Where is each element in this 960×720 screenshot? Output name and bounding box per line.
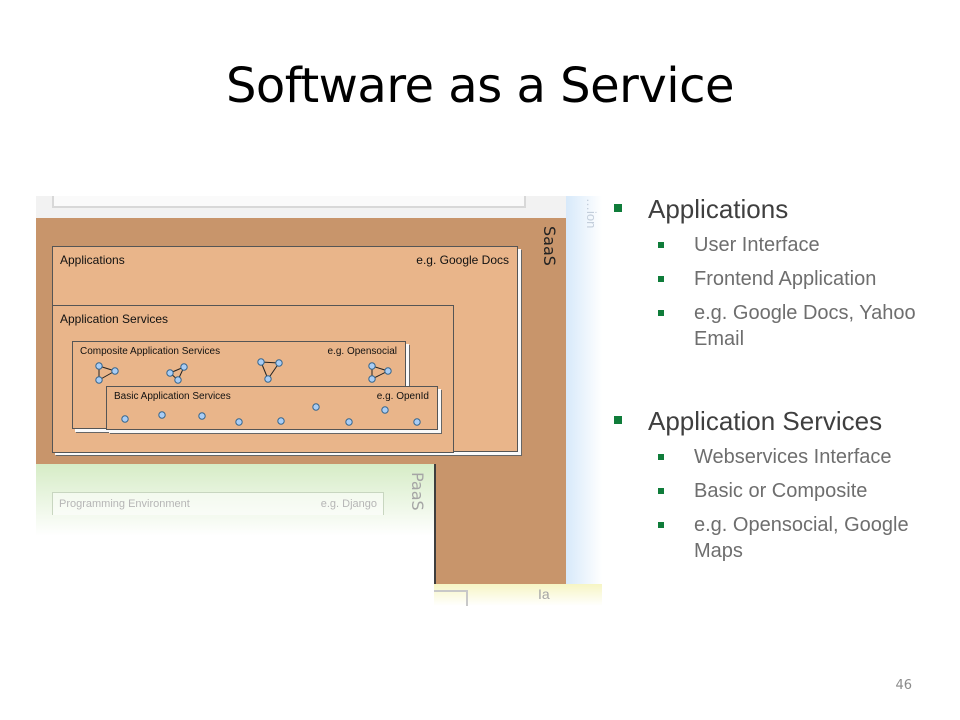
composite-services-label: Composite Application Services <box>80 346 221 357</box>
sub-bullet-marker-icon <box>658 488 664 494</box>
sub-bullet-marker-icon <box>658 454 664 460</box>
applications-example: e.g. Google Docs <box>416 253 509 267</box>
service-node <box>277 417 285 425</box>
service-node <box>257 358 265 366</box>
bullet-marker-icon <box>614 416 622 424</box>
sub-bullet-text: Frontend Application <box>694 268 877 290</box>
programming-environment-box: Programming Environment e.g. Django <box>52 492 384 515</box>
sub-bullet-text: Basic or Composite <box>694 480 868 502</box>
cropped-blue-layer <box>566 196 602 586</box>
sub-bullet-marker-icon <box>658 276 664 282</box>
service-node <box>413 418 421 426</box>
service-node <box>384 367 392 375</box>
applications-label: Applications <box>60 253 125 267</box>
sub-bullet-text: Webservices Interface <box>694 446 892 468</box>
service-node <box>111 367 119 375</box>
service-node <box>264 375 272 383</box>
service-node <box>166 369 174 377</box>
service-node <box>368 375 376 383</box>
sub-bullet-text: e.g. Opensocial, Google Maps <box>694 514 909 562</box>
bullet-heading: Application Services <box>648 406 883 436</box>
composite-service-graphs <box>95 358 392 384</box>
sub-bullet-marker-icon <box>658 242 664 248</box>
service-node <box>158 411 166 419</box>
bullet-marker-icon <box>614 204 622 212</box>
saas-layer-column <box>434 464 566 584</box>
sub-bullet-text: User Interface <box>694 234 820 256</box>
saas-label: SaaS <box>540 226 559 266</box>
cloud-stack-diagram: …ion SaaS PaaS Programming Environment e… <box>36 196 602 606</box>
sub-bullet-marker-icon <box>658 522 664 528</box>
service-node <box>95 362 103 370</box>
sub-bullet-marker-icon <box>658 310 664 316</box>
service-node <box>381 406 389 414</box>
basic-services-label: Basic Application Services <box>114 391 231 402</box>
service-node <box>275 359 283 367</box>
service-node <box>174 376 182 384</box>
service-node <box>121 415 129 423</box>
iaas-label: Ia <box>538 586 550 602</box>
composite-services-example: e.g. Opensocial <box>327 346 398 357</box>
programming-environment-label: Programming Environment <box>59 498 190 510</box>
slide-number: 46 <box>895 678 912 693</box>
bullet-heading: Applications <box>648 194 789 224</box>
paas-layer: PaaS Programming Environment e.g. Django <box>36 464 436 584</box>
application-services-label: Application Services <box>60 312 169 326</box>
basic-services-example: e.g. OpenId <box>376 391 429 402</box>
cropped-layer-box <box>52 196 526 208</box>
sub-bullet-text: e.g. Google Docs, Yahoo Email <box>694 302 916 350</box>
service-node <box>95 376 103 384</box>
basic-services-box: Basic Application Services e.g. OpenId <box>106 386 438 430</box>
iaas-box <box>434 590 468 606</box>
cropped-blue-label: …ion <box>584 198 599 229</box>
service-node <box>368 362 376 370</box>
slide-title: Software as a Service <box>225 58 735 114</box>
basic-service-nodes <box>121 403 421 426</box>
service-node <box>235 418 243 426</box>
paas-label: PaaS <box>408 472 427 511</box>
service-node <box>312 403 320 411</box>
service-node <box>180 363 188 371</box>
iaas-layer: Ia <box>434 584 602 606</box>
programming-environment-example: e.g. Django <box>320 498 377 510</box>
service-node <box>198 412 206 420</box>
cropped-layer-top <box>36 196 566 218</box>
service-node <box>345 418 353 426</box>
